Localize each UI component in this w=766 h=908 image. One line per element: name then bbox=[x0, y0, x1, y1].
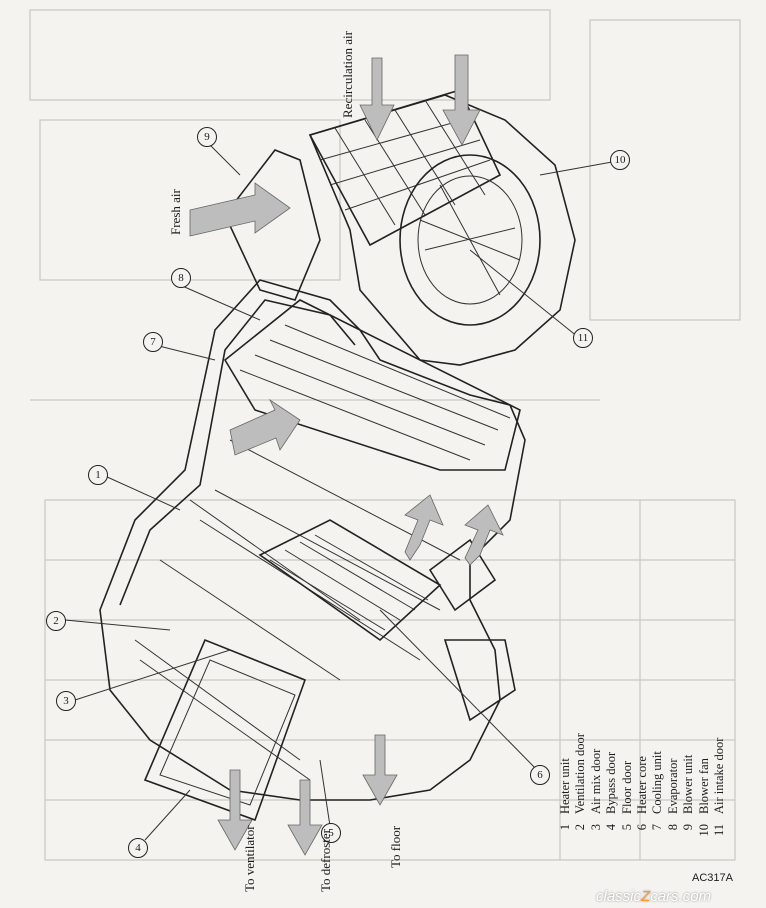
callout-3: 3 bbox=[56, 691, 76, 711]
leader-lines bbox=[64, 139, 613, 841]
recirculation-air-label: Recirculation air bbox=[340, 31, 355, 118]
defroster-arrow bbox=[287, 779, 323, 856]
fresh-air-label: Fresh air bbox=[168, 189, 183, 235]
housing-outline bbox=[99, 89, 576, 822]
internal-arrow-2 bbox=[464, 504, 504, 566]
watermark: classicZcars.com bbox=[596, 888, 711, 905]
callout-10: 10 bbox=[610, 150, 630, 170]
callout-2: 2 bbox=[46, 611, 66, 631]
callout-9: 9 bbox=[197, 127, 217, 147]
watermark-mid: Z bbox=[641, 888, 651, 905]
recirc-arrow-left bbox=[359, 57, 395, 141]
watermark-right: cars.com bbox=[650, 888, 712, 905]
recirc-arrow-right bbox=[442, 54, 481, 146]
callout-11: 11 bbox=[573, 328, 593, 348]
callout-5: 5 bbox=[321, 823, 341, 843]
callout-7: 7 bbox=[143, 332, 163, 352]
callout-1: 1 bbox=[88, 465, 108, 485]
callout-8: 8 bbox=[171, 268, 191, 288]
internal-arrow-1 bbox=[404, 494, 444, 561]
to-floor-label: To floor bbox=[388, 825, 403, 868]
ventilator-arrow bbox=[217, 769, 253, 851]
to-ventilator-label: To ventilator bbox=[242, 825, 257, 892]
to-defroster-label: To defroster bbox=[318, 829, 333, 892]
watermark-left: classic bbox=[596, 888, 642, 905]
floor-arrow bbox=[362, 734, 398, 806]
callout-6: 6 bbox=[530, 765, 550, 785]
figure-code: AC317A bbox=[692, 872, 733, 884]
airflow-arrows bbox=[189, 54, 504, 856]
fresh-air-arrow bbox=[189, 182, 291, 237]
callout-4: 4 bbox=[128, 838, 148, 858]
internal-arrow-3 bbox=[229, 398, 301, 456]
